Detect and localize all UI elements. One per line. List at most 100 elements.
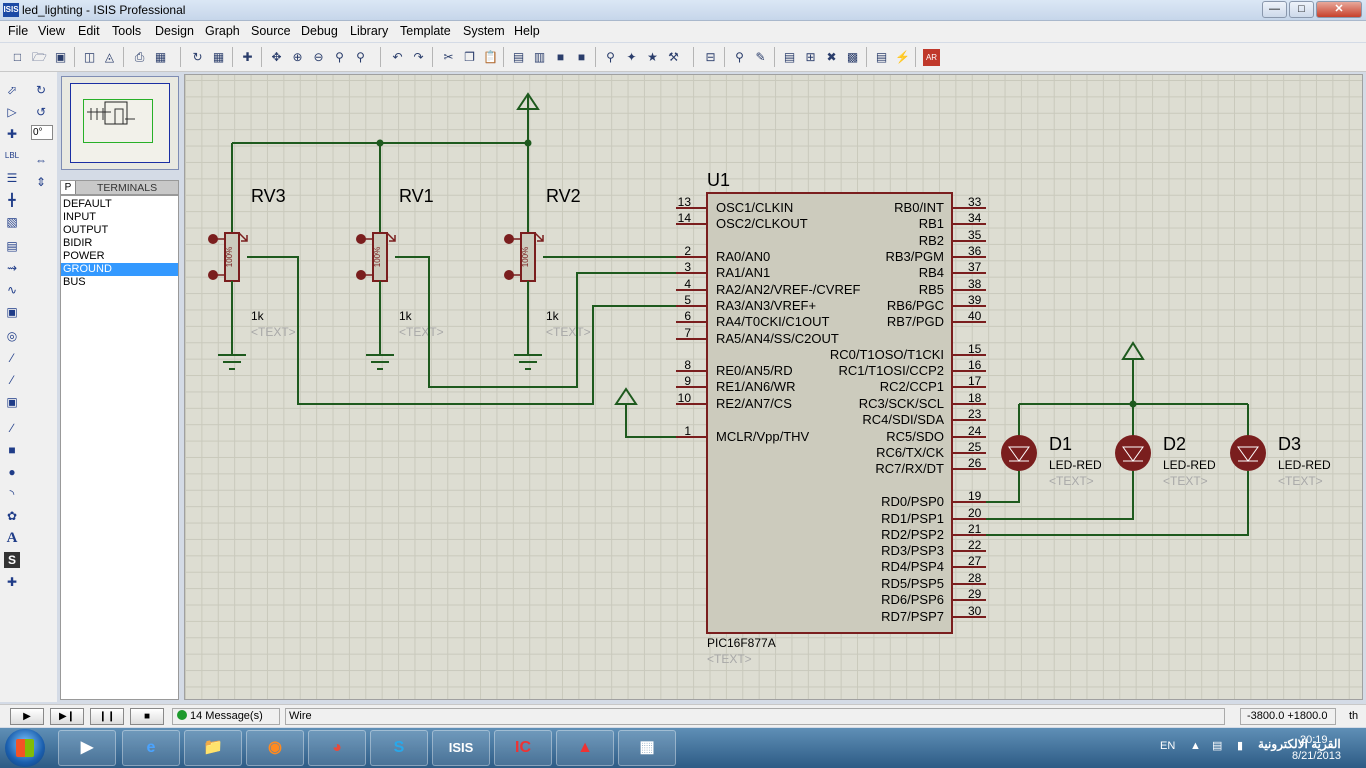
box-icon[interactable]: ■ xyxy=(8,443,16,457)
terminal-item-ground[interactable]: GROUND xyxy=(61,263,178,276)
grid-icon[interactable]: ▦ xyxy=(212,50,225,64)
terminal-item-default[interactable]: DEFAULT xyxy=(63,198,112,210)
remove-sheet-icon[interactable]: ⊞ xyxy=(805,50,816,64)
file-explorer-icon[interactable]: 📁 xyxy=(184,730,242,766)
start-button[interactable] xyxy=(5,729,45,767)
print-icon[interactable]: ⎙ xyxy=(134,50,145,64)
zoom-all-icon[interactable]: ⚲ xyxy=(335,50,344,64)
zoom-out-icon[interactable]: ⊖ xyxy=(313,50,324,64)
ares-icon[interactable]: AR xyxy=(923,49,940,66)
rotate-anticlockwise-icon[interactable]: ↺ xyxy=(35,105,47,119)
menu-help[interactable]: Help xyxy=(514,24,540,38)
bus-icon[interactable]: ╋ xyxy=(8,193,16,207)
new-sheet-icon[interactable]: ▤ xyxy=(783,50,796,64)
junction-dot[interactable] xyxy=(524,139,532,147)
media-player-icon[interactable]: ▶ xyxy=(58,730,116,766)
ic-icon[interactable]: IC xyxy=(494,730,552,766)
schematic-canvas[interactable]: RV3 100% 1k <TEXT> RV1 100% 1k <TEXT> RV… xyxy=(184,74,1363,700)
potentiometer-rv2[interactable]: RV2 100% 1k <TEXT> xyxy=(504,186,591,370)
refresh-icon[interactable]: ↻ xyxy=(192,50,203,64)
firefox-icon[interactable]: ◉ xyxy=(246,730,304,766)
zoom-in-icon[interactable]: ⊕ xyxy=(292,50,303,64)
menu-system[interactable]: System xyxy=(463,24,505,38)
pick-button[interactable]: P xyxy=(61,181,76,194)
select-icon[interactable]: ⬀ xyxy=(6,83,18,97)
arc-icon[interactable]: ◝ xyxy=(9,487,15,501)
terminal-item-input[interactable]: INPUT xyxy=(63,211,96,223)
menu-file[interactable]: File xyxy=(8,24,29,38)
clock-time[interactable]: 20:19 xyxy=(1300,734,1328,746)
terminal-item-bus[interactable]: BUS xyxy=(63,276,86,288)
terminal-item-bidir[interactable]: BIDIR xyxy=(63,237,93,249)
network-icon[interactable]: ▤ xyxy=(1212,740,1223,752)
potentiometer-rv1[interactable]: RV1 100% 1k <TEXT> xyxy=(356,186,444,370)
maximize-button[interactable]: □ xyxy=(1289,1,1314,18)
device-pin-icon[interactable]: ⇝ xyxy=(6,261,18,275)
generator-icon[interactable]: ◎ xyxy=(6,329,18,343)
subcircuit-icon[interactable]: ▧ xyxy=(6,215,18,229)
tape-recorder-icon[interactable]: ▣ xyxy=(6,305,18,319)
block-copy-icon[interactable]: ▤ xyxy=(512,50,525,64)
led-d2[interactable]: D2 LED-RED <TEXT> xyxy=(1115,434,1216,488)
erc-icon[interactable]: ▤ xyxy=(875,50,888,64)
cut-icon[interactable]: ✂ xyxy=(443,50,454,64)
block-move-icon[interactable]: ▥ xyxy=(533,50,546,64)
menu-edit[interactable]: Edit xyxy=(78,24,100,38)
open-icon[interactable]: 🗁 xyxy=(32,50,47,64)
potentiometer-rv3[interactable]: RV3 100% 1k <TEXT> xyxy=(208,186,296,370)
power-terminal[interactable] xyxy=(516,92,540,110)
rotate-clockwise-icon[interactable]: ↻ xyxy=(35,83,47,97)
acrobat-icon[interactable]: ▲ xyxy=(556,730,614,766)
paste-icon[interactable]: 📋 xyxy=(483,50,498,64)
terminal-icon[interactable]: ▤ xyxy=(6,239,18,253)
menu-library[interactable]: Library xyxy=(350,24,389,38)
terminal-item-power[interactable]: POWER xyxy=(63,250,105,262)
current-probe-icon[interactable]: ⁄ xyxy=(10,373,13,387)
battery-icon[interactable]: ▮ xyxy=(1237,740,1244,752)
overview-window[interactable] xyxy=(61,76,179,170)
stop-button[interactable]: ■ xyxy=(130,708,164,725)
menu-source[interactable]: Source xyxy=(251,24,291,38)
circle-icon[interactable]: ● xyxy=(8,465,16,479)
block-rotate-icon[interactable]: ■ xyxy=(556,50,565,64)
block-delete-icon[interactable]: ■ xyxy=(577,50,586,64)
text-script-icon[interactable]: ☰ xyxy=(6,171,18,185)
path-icon[interactable]: ✿ xyxy=(6,509,18,523)
property-assign-icon[interactable]: ✎ xyxy=(755,50,766,64)
wire-label-icon[interactable]: LBL xyxy=(4,151,20,160)
chrome-icon[interactable]: ◕ xyxy=(308,730,366,766)
junction-dot[interactable] xyxy=(1129,400,1137,408)
internet-explorer-icon[interactable]: e xyxy=(122,730,180,766)
menu-template[interactable]: Template xyxy=(400,24,451,38)
isis-icon[interactable]: ISIS xyxy=(432,730,490,766)
menu-view[interactable]: View xyxy=(38,24,65,38)
close-button[interactable]: ✕ xyxy=(1316,1,1362,18)
undo-icon[interactable]: ↶ xyxy=(392,50,403,64)
message-count[interactable]: 14 Message(s) xyxy=(172,708,280,725)
junction-icon[interactable]: ✚ xyxy=(6,127,18,141)
pan-icon[interactable]: ✥ xyxy=(271,50,282,64)
packaging-icon[interactable]: ★ xyxy=(647,50,658,64)
led-d3[interactable]: D3 LED-RED <TEXT> xyxy=(1230,434,1331,488)
marker-icon[interactable]: ✚ xyxy=(6,575,18,589)
save-icon[interactable]: ▣ xyxy=(54,50,67,64)
minimize-button[interactable]: — xyxy=(1262,1,1287,18)
new-icon[interactable]: □ xyxy=(13,50,22,64)
mirror-horizontal-icon[interactable]: ⇔ xyxy=(35,153,47,167)
mirror-vertical-icon[interactable]: ⇕ xyxy=(35,175,47,189)
tray-arrow-icon[interactable]: ▲ xyxy=(1190,740,1201,752)
graph-icon[interactable]: ∿ xyxy=(6,283,18,297)
language-indicator[interactable]: EN xyxy=(1160,740,1176,752)
rotate-angle-field[interactable]: 0° xyxy=(31,125,53,140)
export-icon[interactable]: ◬ xyxy=(104,50,115,64)
step-button[interactable]: ▶❙ xyxy=(50,708,84,725)
print-area-icon[interactable]: ▦ xyxy=(154,50,167,64)
wire-autorouter-icon[interactable]: ⊟ xyxy=(705,50,716,64)
copy-icon[interactable]: ❐ xyxy=(464,50,475,64)
junction-dot[interactable] xyxy=(376,139,384,147)
pause-button[interactable]: ❙❙ xyxy=(90,708,124,725)
origin-icon[interactable]: ✚ xyxy=(242,50,253,64)
voltage-probe-icon[interactable]: ⁄ xyxy=(10,351,13,365)
calculator-icon[interactable]: ▦ xyxy=(618,730,676,766)
